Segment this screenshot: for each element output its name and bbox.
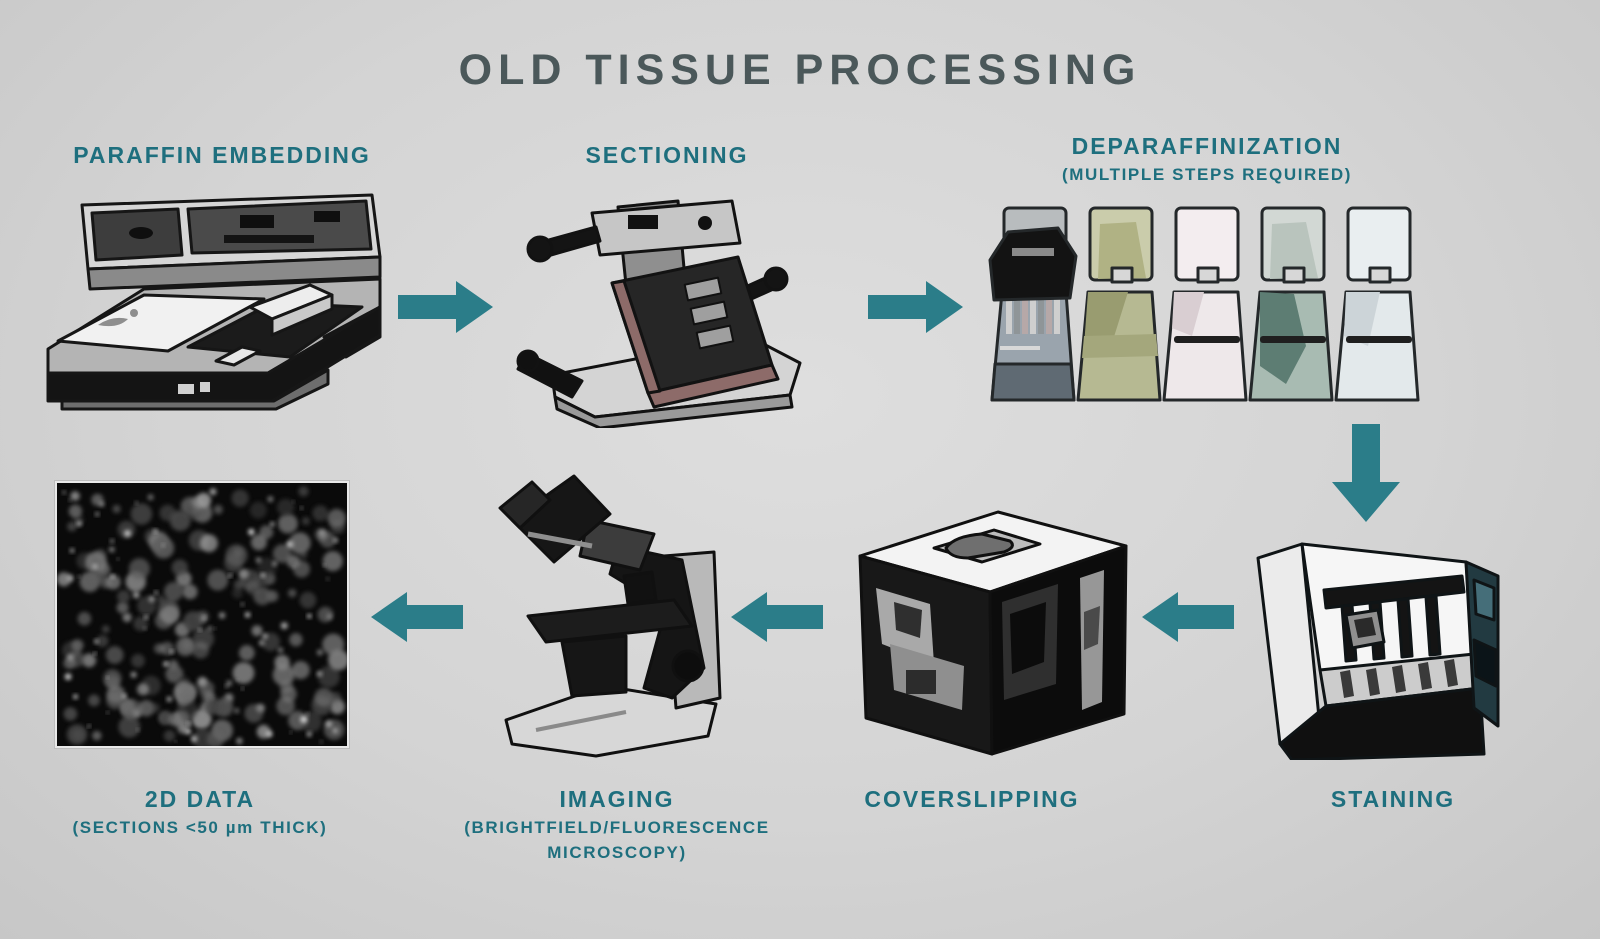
- arrow-coverslipping-to-imaging: [731, 592, 823, 647]
- coverslipping-illustration: [842, 492, 1130, 764]
- arrow-sectioning-to-deparaffinization: [868, 281, 963, 338]
- page-title: OLD TISSUE PROCESSING: [458, 46, 1142, 94]
- step-label-text: COVERSLIPPING: [864, 786, 1080, 812]
- step-label-text: IMAGING: [559, 786, 675, 812]
- imaging-illustration: [476, 458, 744, 766]
- paraffin-embedding-illustration: [28, 183, 396, 411]
- step-label-text: 2D DATA: [144, 786, 256, 812]
- step-label-text: STAINING: [1330, 786, 1456, 812]
- coverslipping-label: COVERSLIPPING: [772, 786, 1172, 813]
- step-label-text: DEPARAFFINIZATION: [1071, 133, 1343, 159]
- deparaffinization-illustration: [988, 196, 1422, 410]
- left-arrow-icon: [371, 592, 463, 642]
- down-arrow-icon: [1332, 424, 1400, 522]
- coverslipper-machine-icon: [858, 510, 1128, 756]
- left-arrow-icon: [1142, 592, 1234, 642]
- step-label-text: PARAFFIN EMBEDDING: [73, 142, 371, 168]
- microtome-icon: [516, 199, 802, 428]
- paraffin-embedding-station-icon: [46, 193, 382, 411]
- step-sublabel-text: (BRIGHTFIELD/FLUORESCENCE MICROSCOPY): [464, 818, 770, 862]
- fluorescence-micrograph-icon: [57, 483, 347, 746]
- arrow-staining-to-coverslipping: [1142, 592, 1234, 647]
- staining-illustration: [1246, 520, 1502, 760]
- left-arrow-icon: [731, 592, 823, 642]
- arrow-deparaffinization-to-staining: [1332, 424, 1400, 527]
- step-sublabel-text: (MULTIPLE STEPS REQUIRED): [1062, 165, 1352, 184]
- automated-stainer-icon: [1256, 542, 1500, 760]
- deparaffinization-label: DEPARAFFINIZATION (MULTIPLE STEPS REQUIR…: [1007, 133, 1407, 188]
- step-label-text: SECTIONING: [585, 142, 749, 168]
- arrow-paraffin-to-sectioning: [398, 281, 493, 338]
- 2d-data-illustration: [55, 481, 349, 748]
- right-arrow-icon: [868, 281, 963, 333]
- staining-label: STAINING: [1193, 786, 1593, 813]
- brightfield-microscope-icon: [498, 474, 722, 758]
- sectioning-illustration: [500, 185, 818, 428]
- 2d-data-label: 2D DATA (SECTIONS <50 µm THICK): [0, 786, 400, 841]
- arrow-imaging-to-2d-data: [371, 592, 463, 647]
- imaging-label: IMAGING (BRIGHTFIELD/FLUORESCENCE MICROS…: [417, 786, 817, 865]
- step-sublabel-text: (SECTIONS <50 µm THICK): [72, 818, 328, 837]
- staining-dish-row-icon: [988, 206, 1420, 402]
- right-arrow-icon: [398, 281, 493, 333]
- sectioning-label: SECTIONING: [467, 142, 867, 169]
- paraffin-embedding-label: PARAFFIN EMBEDDING: [22, 142, 422, 169]
